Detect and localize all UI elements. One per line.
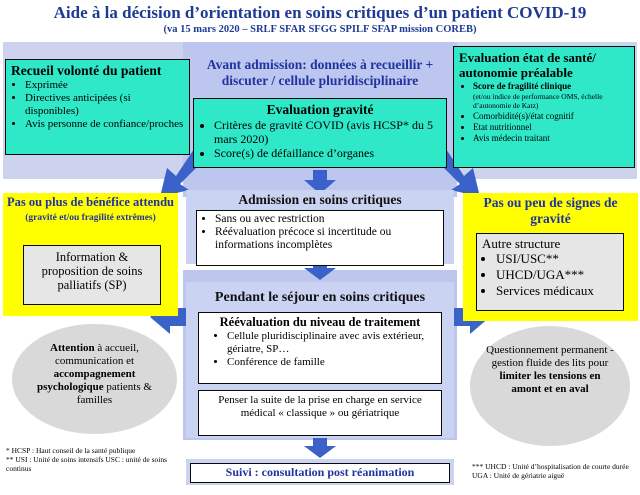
fragilite-score-label: Score de fragilité clinique [473, 81, 572, 91]
list-item: Services médicaux [496, 283, 618, 299]
reevaluation-title: Réévaluation du niveau de traitement [219, 315, 421, 329]
page-subtitle: (va 15 mars 2020 – SRLF SFAR SFGG SPILF … [163, 24, 477, 35]
page-title: Aide à la décision d’orientation en soin… [53, 3, 587, 22]
reevaluation-box: Réévaluation du niveau de traitement Cel… [198, 312, 442, 384]
attention-bold: Attention [50, 342, 95, 354]
recueil-volonte-box: Recueil volonté du patient Exprimée Dire… [5, 59, 190, 155]
footnote-left: * HCSP : Haut conseil de la santé publiq… [6, 446, 176, 473]
footnote-hcsp: * HCSP : Haut conseil de la santé publiq… [6, 446, 136, 455]
list-item: Avis personne de confiance/proches [25, 118, 184, 131]
recueil-list: Exprimée Directives anticipées (si dispo… [11, 79, 184, 131]
admission-title: Admission en soins critiques [238, 192, 402, 207]
evaluation-etat-sante-box: Evaluation état de santé/ autonomie préa… [453, 46, 635, 168]
suite-prise-en-charge-box: Penser la suite de la prise en charge en… [198, 390, 442, 436]
attention-text-end: patients & familles [76, 381, 152, 406]
sejour-title: Pendant le séjour en soins critiques [214, 290, 426, 305]
gravite-list: Critères de gravité COVID (avis HCSP* du… [200, 118, 440, 160]
pas-benefice-box: Pas ou plus de bénéfice attendu (gravité… [3, 193, 178, 316]
reevaluation-list: Cellule pluridisciplinaire avec avis ext… [205, 330, 435, 369]
admission-detail-box: Sans ou avec restriction Réévaluation pr… [196, 210, 444, 266]
questionnement-bold: limiter les tensions en amont et en aval [499, 370, 601, 395]
list-item: Exprimée [25, 79, 184, 92]
list-item: UHCD/UGA*** [496, 267, 618, 283]
arrow-down-1 [304, 170, 336, 194]
admission-box: Admission en soins critiques Sans ou ave… [186, 190, 454, 266]
soins-palliatifs-box: Information & proposition de soins palli… [23, 245, 161, 305]
suivi-box: Suivi : consultation post réanimation [186, 459, 454, 485]
list-item: Conférence de famille [227, 356, 435, 369]
admission-list: Sans ou avec restriction Réévaluation pr… [201, 213, 439, 252]
autre-structure-box: Autre structure USI/USC** UHCD/UGA*** Se… [476, 233, 624, 311]
list-item: Etat nutritionnel [473, 122, 629, 133]
etat-list: Score de fragilité clinique (et/ou indic… [459, 81, 629, 144]
list-item: Sans ou avec restriction [215, 213, 439, 226]
pas-benefice-detail: (gravité et/ou fragilité extrêmes) [25, 213, 156, 223]
list-item: Cellule pluridisciplinaire avec avis ext… [227, 330, 435, 356]
list-item: Avis médecin traitant [473, 133, 629, 144]
list-item: Directives anticipées (si disponibles) [25, 92, 184, 118]
gravite-title: Evaluation gravité [266, 102, 374, 117]
suivi-label: Suivi : consultation post réanimation [190, 463, 450, 483]
fragilite-detail: (et/ou indice de performance OMS, échell… [473, 92, 603, 110]
autre-structure-list: USI/USC** UHCD/UGA*** Services médicaux [482, 251, 618, 299]
questionnement-oval: Questionnement permanent - gestion fluid… [470, 326, 630, 446]
list-item: USI/USC** [496, 251, 618, 267]
arrow-down-2 [304, 262, 336, 280]
etat-title: Evaluation état de santé/ autonomie préa… [459, 50, 596, 80]
sejour-box: Pendant le séjour en soins critiques Réé… [186, 282, 454, 438]
questionnement-text: Questionnement permanent - gestion fluid… [486, 344, 614, 369]
arrow-down-3 [304, 438, 336, 458]
autre-structure-title: Autre structure [482, 236, 561, 251]
pas-benefice-title: Pas ou plus de bénéfice attendu [6, 195, 175, 209]
accompagnement-bold: accompagnement psychologique [37, 368, 136, 393]
attention-oval: Attention à accueil, communication et ac… [12, 324, 177, 434]
pas-gravite-title: Pas ou peu de signes de gravité [483, 195, 618, 226]
list-item: Score de fragilité clinique (et/ou indic… [473, 81, 629, 111]
list-item: Comorbidité(s)/état cognitif [473, 111, 629, 122]
recueil-title: Recueil volonté du patient [11, 63, 162, 78]
evaluation-gravite-box: Evaluation gravité Critères de gravité C… [193, 98, 447, 168]
list-item: Critères de gravité COVID (avis HCSP* du… [214, 118, 440, 146]
pas-gravite-box: Pas ou peu de signes de gravité Autre st… [463, 193, 638, 321]
footnote-usi: ** USI : Unité de soins intensifs USC : … [6, 455, 168, 473]
list-item: Réévaluation précoce si incertitude ou i… [215, 226, 439, 252]
list-item: Score(s) de défaillance d’organes [214, 146, 440, 160]
attention-text: à accueil, communication et [54, 342, 139, 367]
footnote-right: *** UHCD : Unité d’hospitalisation de co… [472, 462, 629, 480]
avant-admission-label: Avant admission: données à recueillir + … [206, 57, 434, 88]
